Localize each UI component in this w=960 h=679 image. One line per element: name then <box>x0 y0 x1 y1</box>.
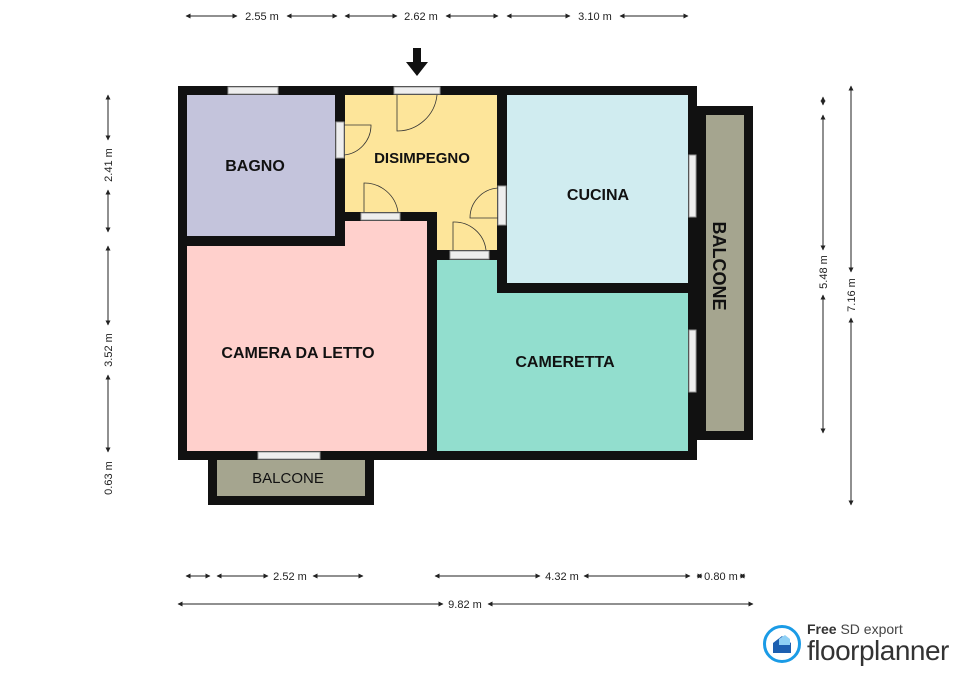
label-disimpegno: DISIMPEGNO <box>374 150 470 167</box>
window <box>257 451 321 460</box>
dim-top-2: 2.62 m <box>404 11 438 23</box>
room-cucina <box>507 95 688 283</box>
window <box>688 154 697 218</box>
logo-suffix: SD export <box>840 621 903 637</box>
entrance-door <box>393 86 441 95</box>
dim-top-1: 2.55 m <box>245 11 279 23</box>
house-icon <box>763 624 801 663</box>
label-camera-da-letto: CAMERA DA LETTO <box>221 345 374 362</box>
door-frame <box>449 250 490 260</box>
door-frame <box>335 121 345 159</box>
dim-bottom-1: 2.52 m <box>273 571 307 583</box>
floorplanner-logo: Free SD export floorplanner <box>763 622 949 665</box>
window <box>688 329 697 393</box>
entrance-arrow-icon <box>406 48 428 76</box>
logo-brand: floorplanner <box>807 635 949 666</box>
dim-bottom-2: 4.32 m <box>545 571 579 583</box>
room-balcone-bottom <box>217 460 365 496</box>
dim-bottom-3: 0.80 m <box>704 571 738 583</box>
dim-left-1: 2.41 m <box>103 148 115 182</box>
door-swing <box>363 182 399 213</box>
dim-right-1: 5.48 m <box>818 255 830 289</box>
room-cameretta <box>437 260 688 451</box>
room-camera-da-letto <box>187 221 427 451</box>
door-swing <box>469 187 499 219</box>
dim-right-2: 7.16 m <box>846 278 858 312</box>
door-swing <box>452 221 487 251</box>
label-balcone-right: BALCONE <box>709 222 729 311</box>
dim-left-2: 3.52 m <box>103 333 115 367</box>
dim-total: 9.82 m <box>448 599 482 611</box>
door-swing <box>396 94 438 132</box>
room-balcone-right <box>706 115 744 431</box>
dim-top-3: 3.10 m <box>578 11 612 23</box>
window <box>227 86 279 95</box>
logo-prefix: Free <box>807 621 837 637</box>
label-balcone-bottom: BALCONE <box>252 470 324 487</box>
dim-left-3: 0.63 m <box>103 461 115 495</box>
label-cucina: CUCINA <box>567 187 630 204</box>
room-bagno <box>187 95 335 236</box>
label-cameretta: CAMERETTA <box>515 354 615 371</box>
label-bagno: BAGNO <box>225 158 285 175</box>
room-disimpegno <box>345 95 497 250</box>
door-swing <box>343 124 372 156</box>
door-frame <box>360 212 401 221</box>
door-frame <box>497 185 507 226</box>
